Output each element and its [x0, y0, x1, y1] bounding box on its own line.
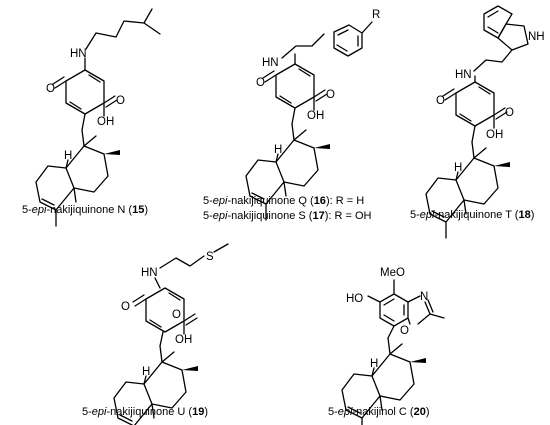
caption-20: 5-epi-nakijinol C (20) — [328, 406, 430, 418]
caption-17: 5-epi-nakijiquinone S (17): R = OH — [203, 210, 372, 222]
atom-o: O — [116, 95, 125, 107]
atom-hn: HN — [455, 69, 472, 81]
atom-oh: OH — [486, 129, 503, 141]
atom-oh: OH — [307, 110, 324, 122]
atom-ho: HO — [346, 293, 363, 305]
caption-19: 5-epi-nakijiquinone U (19) — [82, 406, 208, 418]
atom-n: N — [420, 291, 428, 303]
atom-o: O — [121, 301, 130, 313]
atom-s: S — [206, 251, 214, 263]
atom-o: O — [256, 77, 265, 89]
atom-r: R — [372, 9, 380, 21]
structure-18: O O OH HN NH — [425, 5, 545, 239]
atom-o: O — [436, 95, 445, 107]
atom-o: O — [46, 83, 55, 95]
atom-o: O — [172, 309, 181, 321]
caption-15: 5-epi-nakijiquinone N (15) — [22, 204, 148, 216]
atom-oh: OH — [97, 116, 114, 128]
atom-hn: HN — [262, 57, 279, 69]
atom-hn: HN — [70, 48, 87, 60]
atom-nh: NH — [528, 31, 545, 43]
atom-o: O — [400, 325, 409, 337]
structure-15: O O OH HN — [35, 8, 161, 227]
caption-16: 5-epi-nakijiquinone Q (16): R = H — [203, 195, 364, 207]
caption-18: 5-epi-nakijiquinone T (18) — [410, 209, 534, 221]
structure-16-17: O O OH HN R — [245, 9, 380, 221]
structure-19: O O OH HN S — [113, 243, 229, 425]
atom-meo: MeO — [380, 267, 405, 279]
atom-o: O — [505, 107, 514, 119]
structure-20: MeO HO N O — [341, 267, 445, 425]
atom-oh: OH — [175, 334, 192, 346]
atom-o: O — [326, 89, 335, 101]
atom-hn: HN — [141, 267, 158, 279]
